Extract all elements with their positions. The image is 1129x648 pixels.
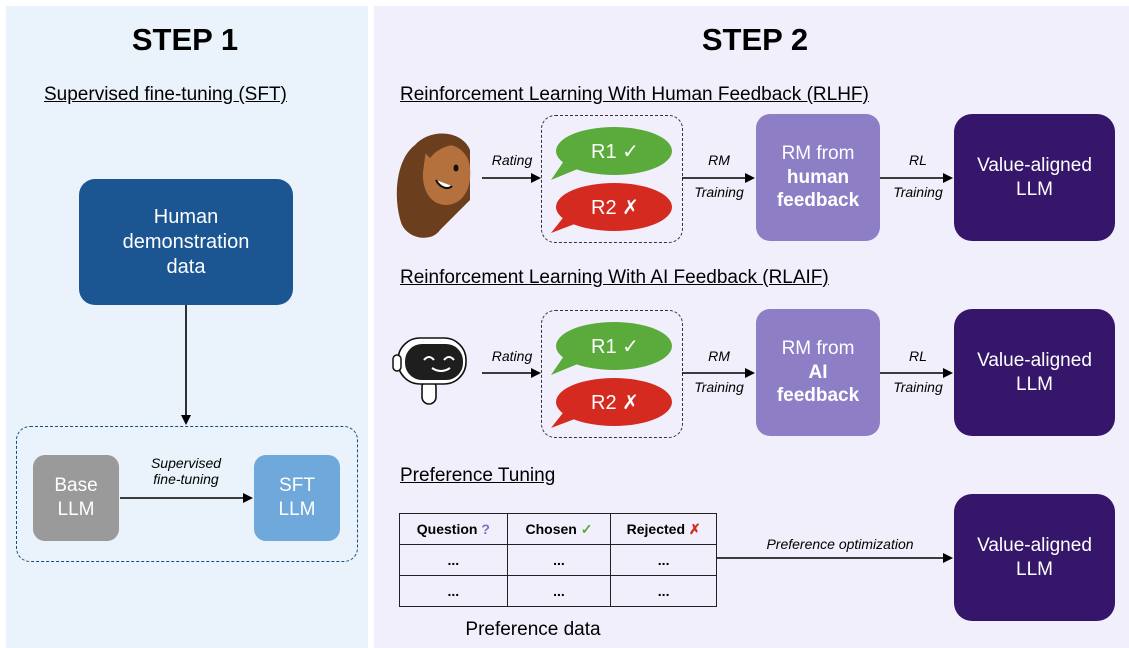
table-row: ... ... ... xyxy=(399,575,717,607)
rlhf-value-aligned-llm-box: Value-aligned LLM xyxy=(954,114,1115,241)
rm-human-line3: feedback xyxy=(776,190,860,212)
header-rejected: Rejected ✗ xyxy=(610,513,717,545)
header-chosen-text: Chosen xyxy=(525,520,577,537)
sft-section-title: Supervised fine-tuning (SFT) xyxy=(44,84,287,105)
rlhf-r1-text: R1 ✓ xyxy=(591,141,639,163)
rlhf-rm-label: RM xyxy=(708,152,730,168)
rlhf-r2-text: R2 ✗ xyxy=(591,197,639,219)
rm-human-feedback-box: RM from human feedback xyxy=(756,114,880,241)
table-row: ... ... ... xyxy=(399,544,717,576)
human-avatar-icon xyxy=(396,133,471,238)
header-question: Question ? xyxy=(399,513,508,545)
rlaif-rl-label: RL xyxy=(909,348,927,364)
rlaif-r2-bubble xyxy=(551,378,672,428)
rm-human-line1: RM from xyxy=(781,142,855,164)
rlaif-r1-bubble xyxy=(551,322,672,375)
sft-arrow-label: Supervised fine-tuning xyxy=(128,455,244,487)
table-cell: ... xyxy=(506,544,612,576)
rm-ai-line1: RM from xyxy=(781,337,855,359)
step1-panel xyxy=(6,6,368,648)
pref-value-aligned-llm-box: Value-aligned LLM xyxy=(954,494,1115,621)
rlhf-responses-group xyxy=(541,115,683,243)
rlhf-rl-training-label: Training xyxy=(893,184,943,200)
rm-ai-feedback-box: RM from AI feedback xyxy=(756,309,880,436)
cross-icon: ✗ xyxy=(688,520,701,537)
preference-data-caption: Preference data xyxy=(465,619,601,640)
rlaif-r2-text: R2 ✗ xyxy=(591,392,639,414)
table-header-row: Question ? Chosen ✓ Rejected ✗ xyxy=(399,513,717,545)
preference-table: Question ? Chosen ✓ Rejected ✗ ... ... .… xyxy=(399,513,717,607)
rlaif-training-label: Training xyxy=(694,379,744,395)
base-llm-box: Base LLM xyxy=(33,455,119,541)
rlhf-r1-bubble xyxy=(551,127,672,180)
rlaif-section-title: Reinforcement Learning With AI Feedback … xyxy=(400,267,829,288)
rlaif-value-aligned-llm-box: Value-aligned LLM xyxy=(954,309,1115,436)
rlhf-training-label: Training xyxy=(694,184,744,200)
header-rejected-text: Rejected xyxy=(626,520,685,537)
sft-arrow-label-line1: Supervised xyxy=(150,455,222,471)
human-demonstration-box: Human demonstration data xyxy=(79,179,293,305)
step2-title: STEP 2 xyxy=(701,22,809,57)
sft-dashed-group xyxy=(16,426,358,562)
step1-title: STEP 1 xyxy=(131,22,239,57)
rlaif-rating-label: Rating xyxy=(491,348,533,364)
sft-llm-box: SFT LLM xyxy=(254,455,340,541)
header-question-text: Question xyxy=(416,521,478,537)
rlhf-r2-bubble xyxy=(551,183,672,233)
pref-section-title: Preference Tuning xyxy=(400,465,556,486)
sft-arrow-label-line2: fine-tuning xyxy=(153,471,219,487)
rlhf-rating-label: Rating xyxy=(491,152,533,168)
table-cell: ... xyxy=(399,575,508,607)
rlaif-r1-text: R1 ✓ xyxy=(591,336,639,358)
check-icon: ✓ xyxy=(580,520,593,537)
rlaif-responses-group xyxy=(541,310,683,438)
rlhf-rl-label: RL xyxy=(909,152,927,168)
rlaif-rl-training-label: Training xyxy=(893,379,943,395)
preference-optimization-label: Preference optimization xyxy=(766,536,914,552)
table-cell: ... xyxy=(506,575,612,607)
question-mark-icon: ? xyxy=(481,521,490,537)
header-chosen: Chosen ✓ xyxy=(506,513,612,545)
rlaif-rm-label: RM xyxy=(708,348,730,364)
rm-ai-line3: feedback xyxy=(776,385,860,407)
rlhf-section-title: Reinforcement Learning With Human Feedba… xyxy=(400,84,869,105)
rm-ai-line2: AI xyxy=(808,361,828,383)
robot-avatar-icon xyxy=(392,337,467,405)
rm-human-line2: human xyxy=(786,166,850,188)
table-cell: ... xyxy=(610,575,717,607)
